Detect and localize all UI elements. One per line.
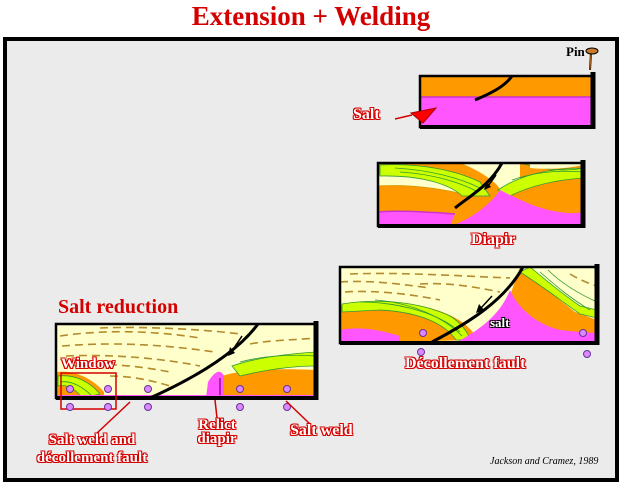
- stage-1-section: [394, 72, 596, 129]
- decollement-fault-lower-label: décollement fault: [36, 450, 148, 466]
- stage-3-markers: [417, 329, 591, 358]
- salt-marker: [409, 107, 438, 124]
- stage-3-fault: [431, 267, 525, 343]
- window-label: Window: [61, 356, 115, 372]
- stage-4-section: [54, 321, 319, 435]
- pin-label: Pin: [566, 44, 585, 59]
- window-box: [60, 372, 117, 410]
- salt-reduction-label: Salt reduction: [58, 296, 179, 318]
- decollement-fault-label: Décollement fault: [405, 355, 526, 372]
- pin-icon: [585, 47, 599, 71]
- page-title: Extension + Welding: [191, 1, 431, 31]
- stage-4-markers: [66, 385, 291, 411]
- stage-1-salt-layer: [420, 97, 593, 127]
- stage-3-section: [338, 264, 600, 358]
- salt-weld-label: Salt weld: [290, 422, 353, 439]
- stage-2-arrow: [484, 182, 491, 190]
- stage-4-arrow: [228, 347, 235, 356]
- relict-label: Relict: [198, 417, 236, 433]
- stage-3-arrow: [476, 304, 484, 313]
- diapir-lower-label: diapir: [197, 431, 237, 447]
- stage-4-fault: [149, 324, 260, 398]
- salt-weld-and-label: Salt weld and: [48, 432, 136, 448]
- stage-1-fault: [474, 76, 514, 102]
- salt-label: Salt: [353, 106, 380, 123]
- leader-lines: [95, 399, 311, 435]
- stage-2-fault: [454, 163, 504, 210]
- citation: Jackson and Cramez, 1989: [490, 456, 599, 467]
- salt-inner-label: salt: [490, 315, 510, 330]
- stage-2-section: [376, 160, 586, 228]
- diapir-label: Diapir: [471, 231, 516, 248]
